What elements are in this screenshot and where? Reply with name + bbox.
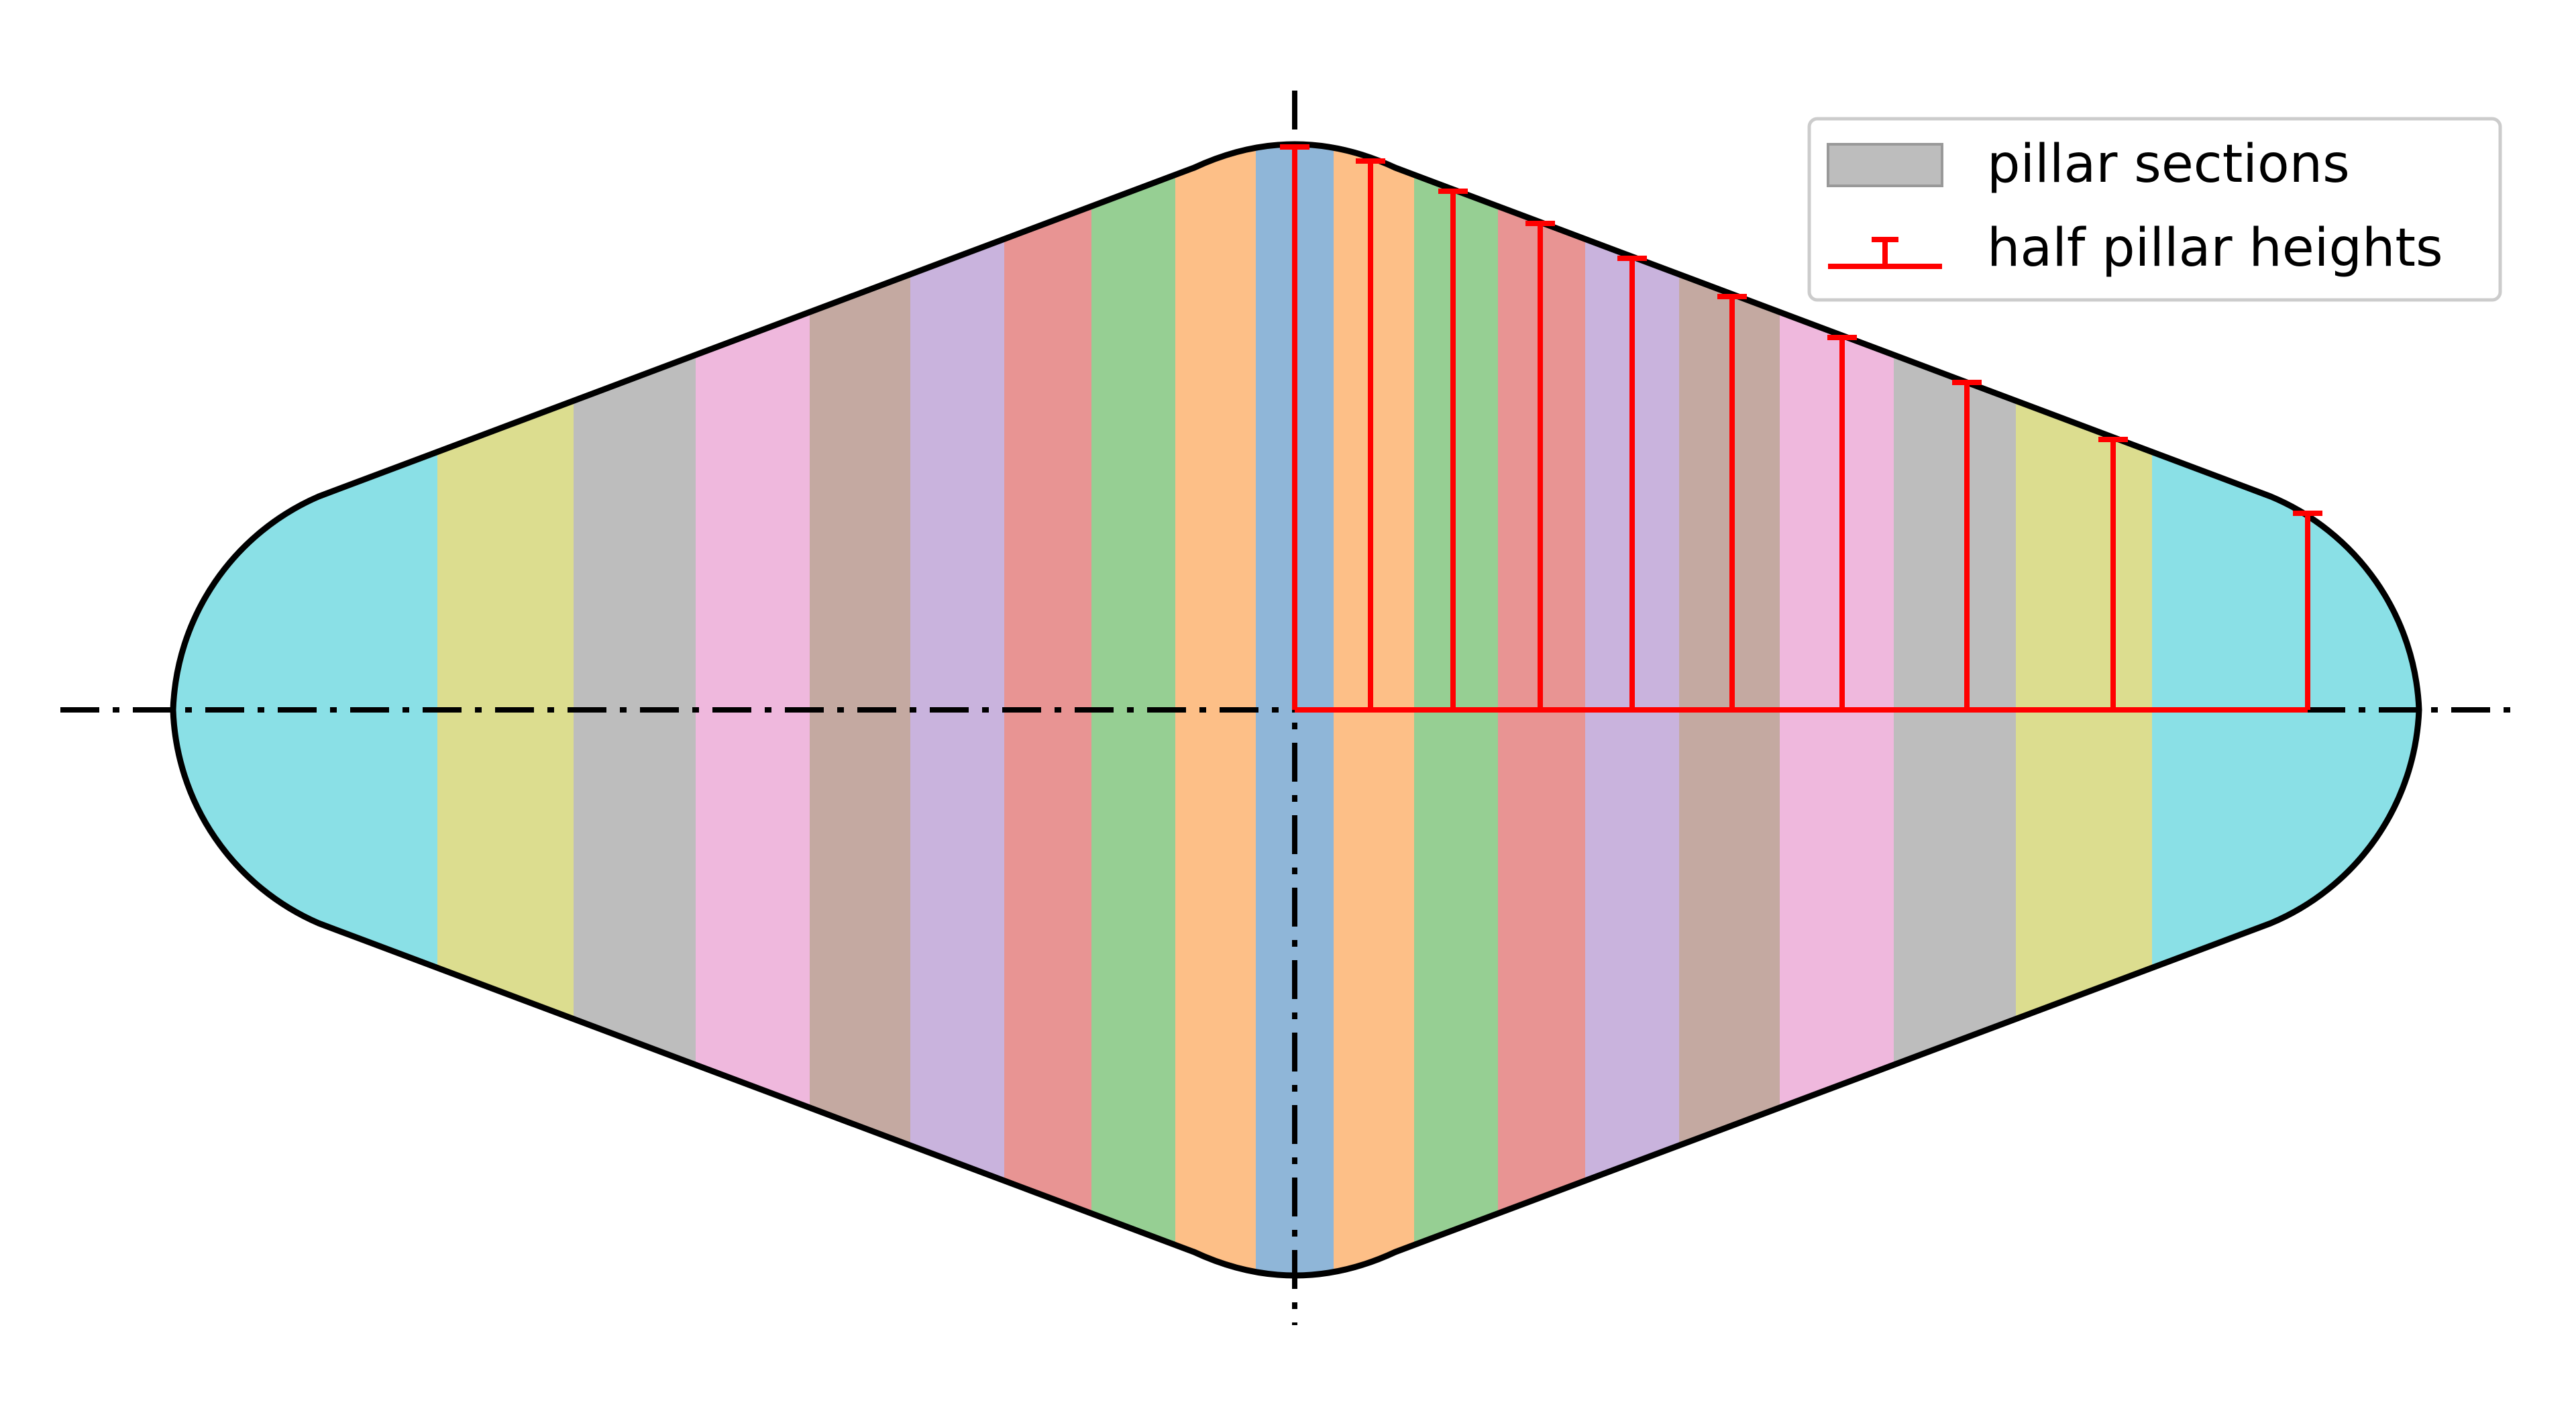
legend-label-half-pillar-heights: half pillar heights: [1987, 218, 2443, 278]
legend: pillar sections half pillar heights: [1807, 117, 2502, 302]
legend-frame: [1807, 117, 2502, 302]
legend-label-pillar-sections: pillar sections: [1987, 134, 2350, 195]
legend-errorbar-swatch: [1828, 237, 1942, 269]
legend-patch-swatch: [1827, 143, 1943, 187]
half-pillar-heights: [1280, 144, 2322, 713]
